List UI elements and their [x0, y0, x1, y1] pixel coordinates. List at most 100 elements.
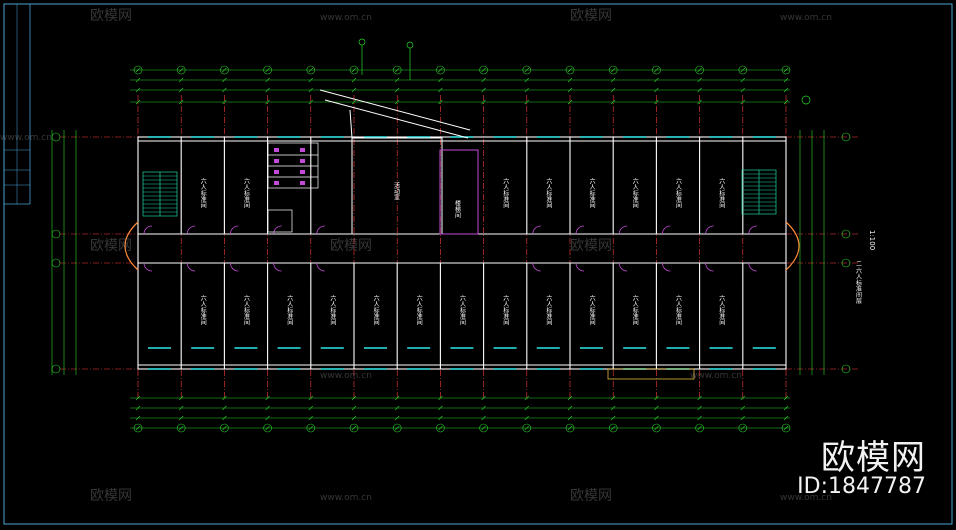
door-swing [230, 262, 239, 272]
watermark-site: www.om.cn [320, 493, 372, 503]
room-label: 六人标准间 [286, 294, 293, 326]
room-label: 六人标准间 [415, 294, 422, 326]
door-swing [618, 225, 628, 235]
room-label: 六人标准间 [545, 294, 552, 326]
scale-text: 1:100 [868, 230, 876, 250]
watermark-small: 欧模网 [570, 8, 612, 24]
axis-bubble [392, 65, 402, 75]
watermark-small: 欧模网 [570, 488, 612, 504]
axis-bubble [306, 423, 316, 433]
watermark-site: www.om.cn [780, 493, 832, 503]
section-markers [358, 38, 811, 105]
building-walls [137, 136, 787, 370]
side-room-label: 楼梯间 [454, 199, 461, 219]
room-label: 六人标准间 [588, 294, 595, 326]
center-room-label: 活动室 [393, 181, 400, 200]
watermark-logo: 欧模网 [821, 438, 926, 478]
door-swing [748, 225, 757, 235]
stair-west [142, 171, 178, 217]
door-swing [273, 262, 282, 272]
axis-bubble [565, 423, 575, 433]
room-label: 六人标准间 [502, 177, 509, 209]
axis-bubble [565, 65, 575, 75]
doors [143, 225, 757, 272]
windows [148, 136, 776, 370]
axis-bubble [781, 65, 791, 75]
central-hall [319, 89, 479, 235]
room-label: 六人标准间 [372, 294, 379, 326]
room-label: 六人标准间 [631, 294, 638, 326]
room-label: 六人标准间 [675, 177, 682, 209]
room-label: 六人标准间 [199, 294, 206, 326]
room-label: 六人标准间 [718, 294, 725, 326]
watermark-site: www.om.cn [320, 13, 372, 23]
south-canopy [607, 368, 695, 380]
axis-bubble [263, 423, 272, 433]
axis-bubble [436, 423, 445, 433]
axis-bubble [738, 65, 748, 75]
axis-bubble [841, 132, 851, 142]
room-label: 六人标准间 [329, 294, 336, 326]
door-swing [575, 262, 585, 272]
door-swing [532, 262, 541, 272]
door-swing [748, 262, 757, 272]
door-swing [316, 225, 325, 235]
axis-bubble [176, 65, 186, 75]
axis-bubble [652, 423, 661, 433]
title-block [4, 149, 30, 186]
watermark-id: ID:1847787 [797, 474, 926, 499]
room-label: 六人标准间 [243, 294, 250, 326]
axis-bubble [841, 258, 851, 268]
room-label: 六人标准间 [199, 177, 206, 209]
axis-bubble [695, 423, 704, 433]
door-swing [230, 225, 239, 235]
axis-bubble [841, 229, 851, 239]
watermark-site: www.om.cn [320, 371, 372, 381]
watermark-site: www.om.cn [780, 13, 832, 23]
door-swing [273, 225, 282, 235]
axis-bubble [608, 65, 618, 75]
restroom-block [267, 142, 319, 233]
axis-bubble [738, 423, 748, 433]
door-swing [705, 262, 714, 272]
door-swing [186, 225, 196, 235]
door-swing [186, 262, 196, 272]
room-label: 六人标准间 [243, 177, 250, 209]
axis-bubble [392, 423, 402, 433]
door-swing [575, 225, 585, 235]
axis-bubble [306, 65, 316, 75]
axis-bubble [220, 65, 229, 75]
axis-bubble [349, 65, 359, 75]
axis-bubble [522, 65, 532, 75]
watermark-small: 欧模网 [90, 238, 132, 254]
watermark-small: 欧模网 [90, 8, 132, 24]
room-label: 六人标准间 [718, 177, 725, 209]
watermark-site: www.om.cn [0, 133, 52, 143]
door-swing [143, 262, 153, 272]
axis-bubble [349, 423, 359, 433]
watermark-small: 欧模网 [570, 238, 612, 254]
axis-bubble [436, 65, 445, 75]
axis-bubble [652, 65, 661, 75]
watermark-site: www.om.cn [690, 371, 742, 381]
balcony-east [785, 221, 800, 271]
axis-bubble [781, 423, 791, 433]
dimension-lines [51, 67, 825, 431]
axis-bubble [133, 65, 143, 75]
door-swing [662, 225, 671, 235]
door-swing [618, 262, 628, 272]
door-swing [143, 225, 153, 235]
axis-bubble [176, 423, 186, 433]
watermark-small: 欧模网 [330, 238, 372, 254]
axis-bubble [133, 423, 143, 433]
room-label: 六人标准间 [545, 177, 552, 209]
room-label: 六人标准间 [502, 294, 509, 326]
axis-bubble [608, 423, 618, 433]
axis-bubble [479, 65, 488, 75]
axis-bubble [479, 423, 488, 433]
room-label: 六人标准间 [459, 294, 466, 326]
axis-bubble [263, 65, 272, 75]
axis-bubbles [51, 65, 851, 433]
axis-bubble [695, 65, 704, 75]
